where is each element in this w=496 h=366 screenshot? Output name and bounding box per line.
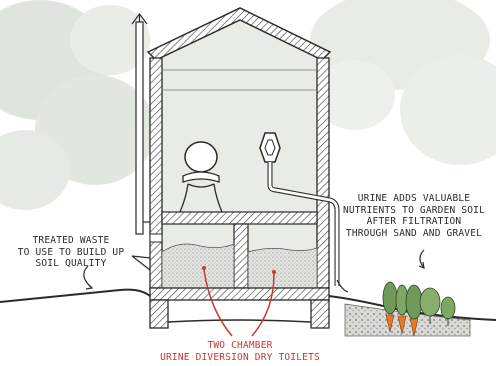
urine-note-label: URINE ADDS VALUABLE NUTRIENTS TO GARDEN … bbox=[336, 193, 492, 239]
treated-waste-label: TREATED WASTE TO USE TO BUILD UP SOIL QU… bbox=[6, 235, 136, 270]
toilet-caption-label: TWO CHAMBER URINE DIVERSION DRY TOILETS bbox=[140, 340, 340, 363]
